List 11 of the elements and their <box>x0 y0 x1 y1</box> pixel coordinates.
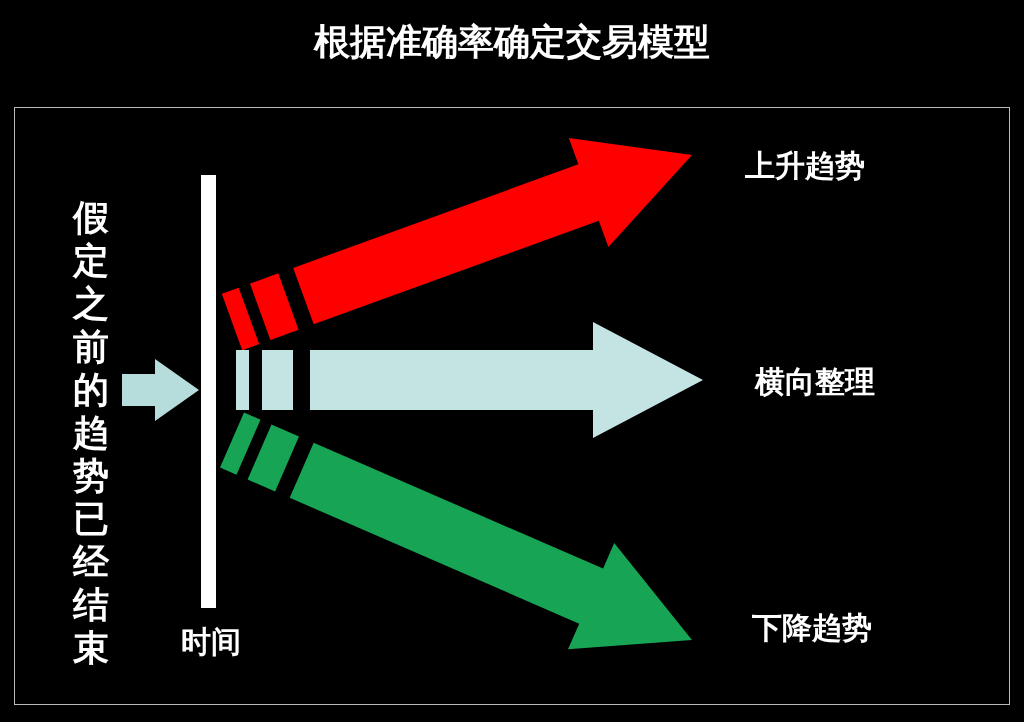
block-arrow <box>236 322 703 438</box>
axis-label: 时间 <box>181 623 241 661</box>
vertical-text: 假定之前的趋势已经结束 <box>70 196 112 669</box>
title: 根据准确率确定交易模型 <box>312 20 711 64</box>
time-bar <box>201 175 216 608</box>
block-arrow <box>122 359 199 421</box>
block-arrow <box>221 138 692 351</box>
block-arrow <box>220 412 692 650</box>
trend-label: 横向整理 <box>755 362 875 403</box>
trend-label: 下降趋势 <box>752 608 872 649</box>
trend-label: 上升趋势 <box>745 146 865 187</box>
